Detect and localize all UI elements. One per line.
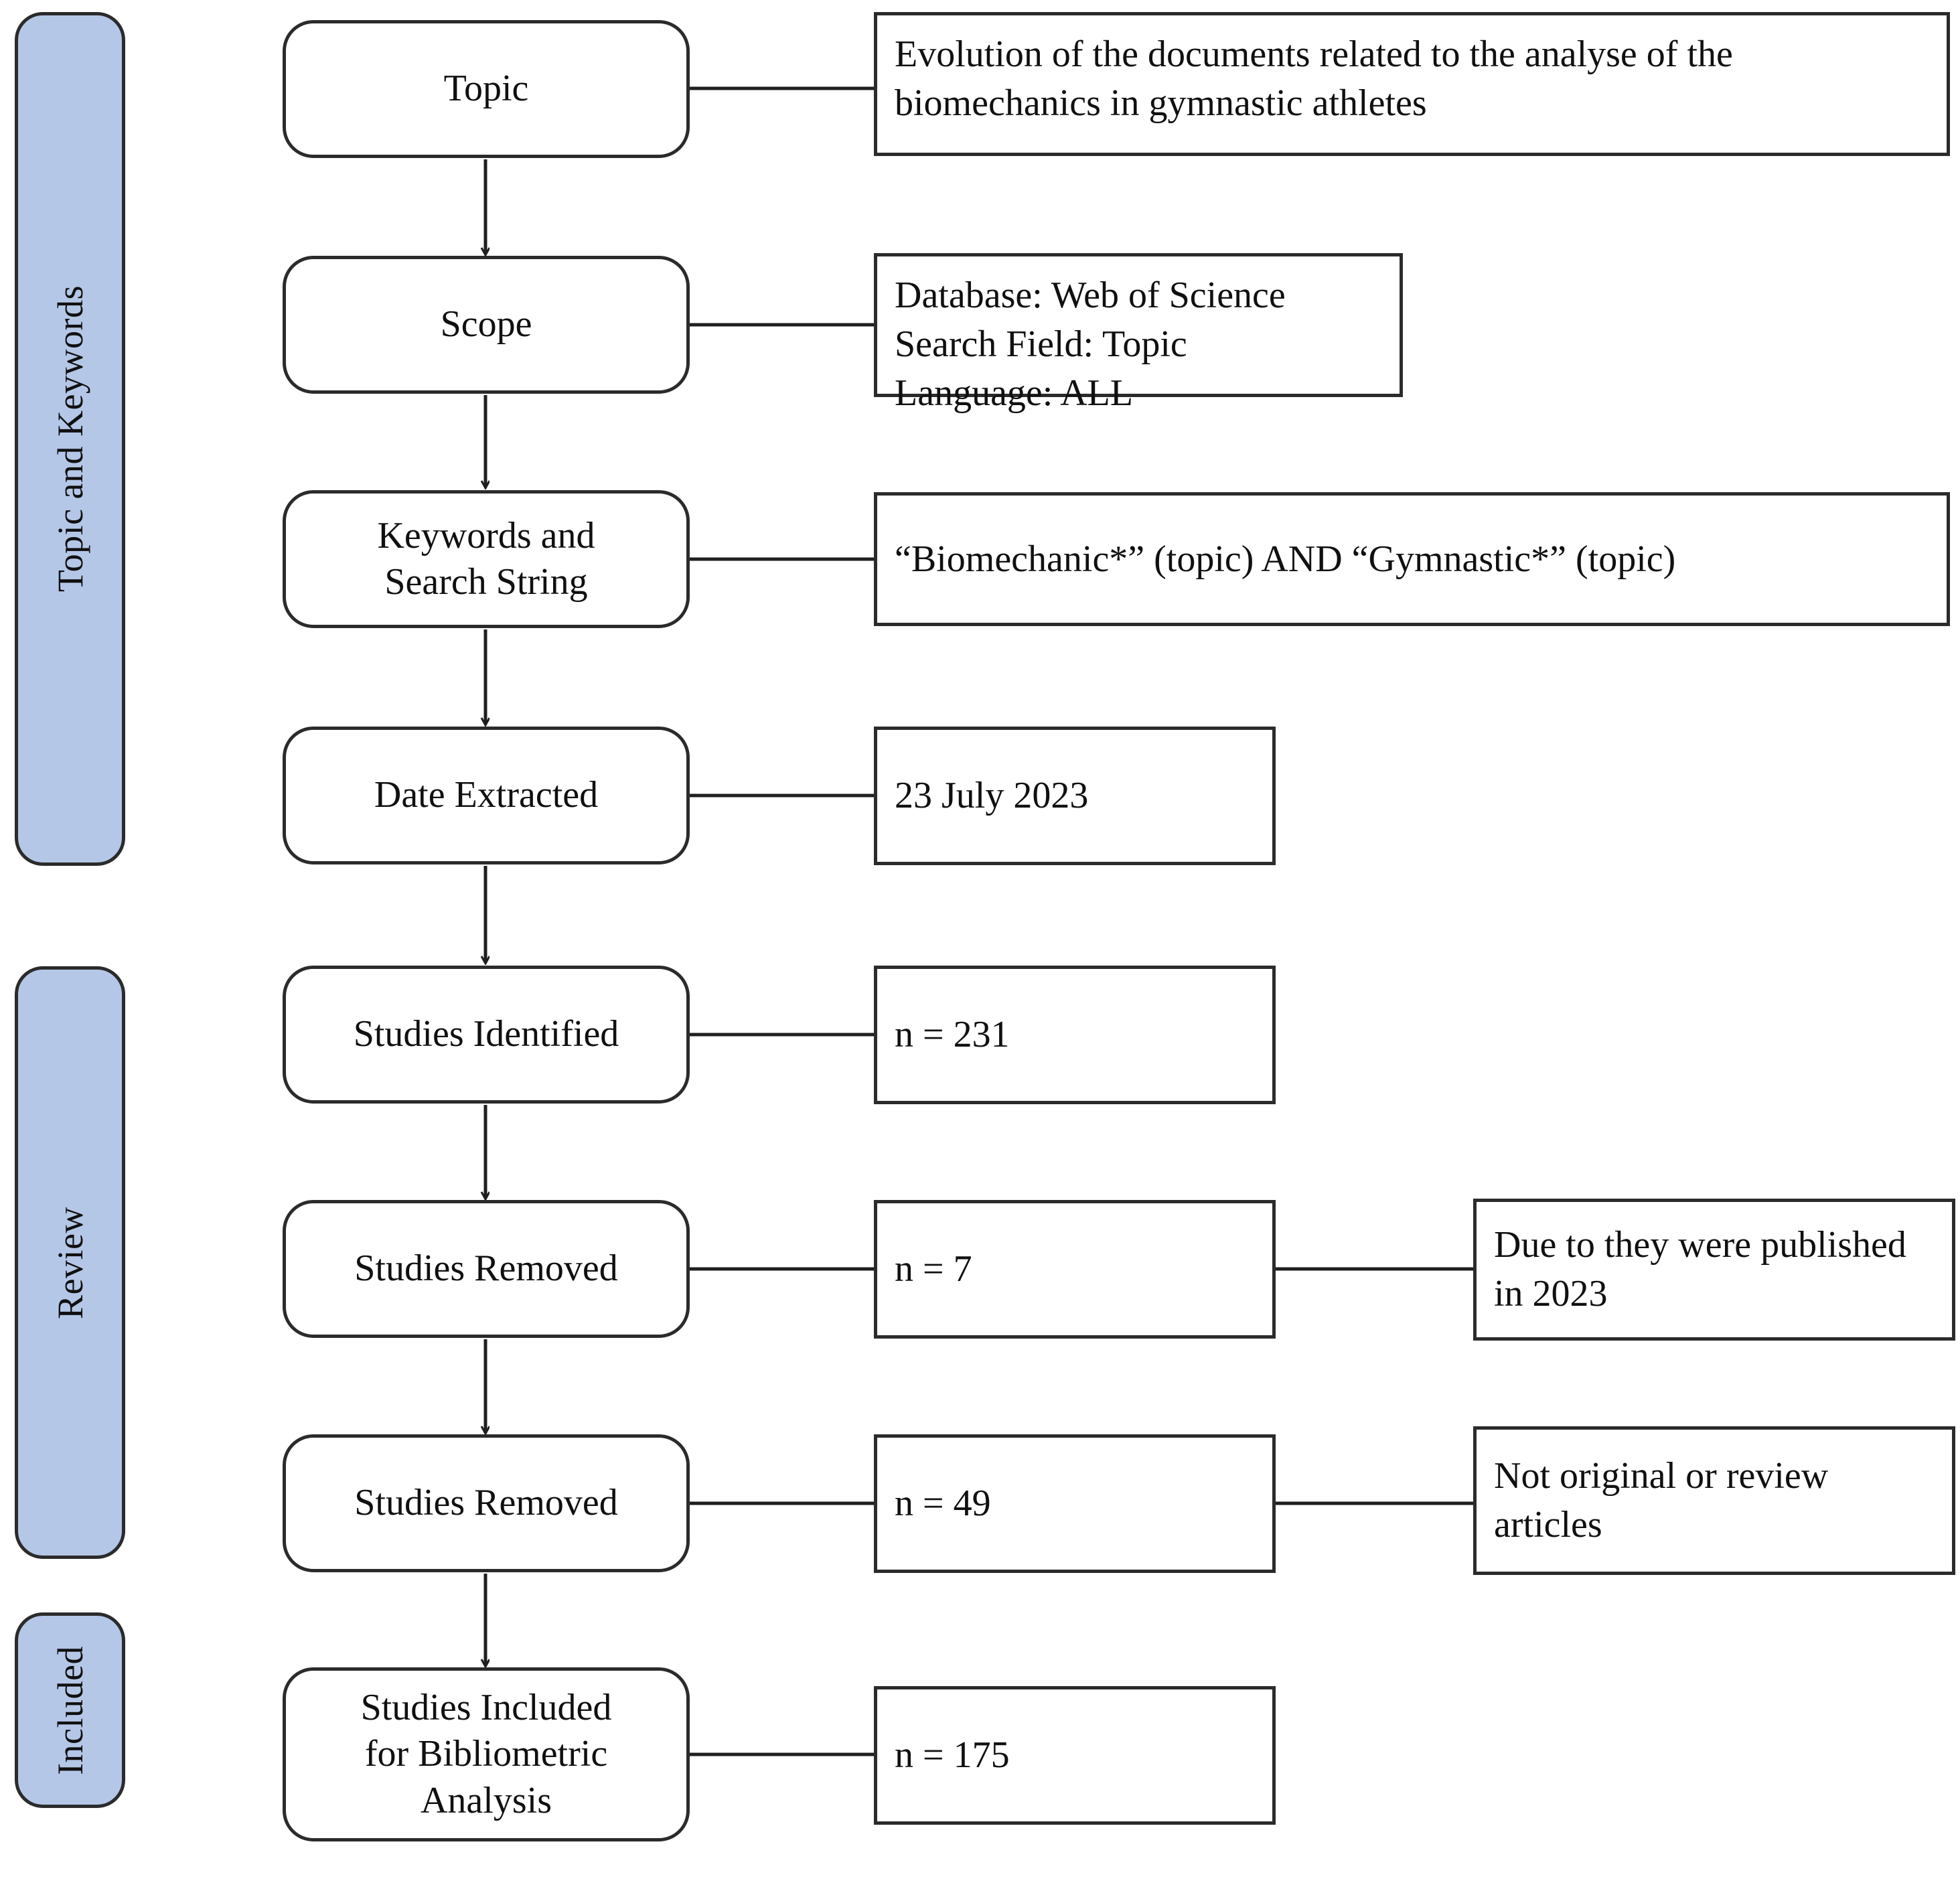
detail-text-studies-removed-1-count: n = 7 — [895, 1248, 972, 1290]
node-label-studies-removed-1: Studies Removed — [354, 1248, 618, 1290]
phase-bar-topic-and-keywords: Topic and Keywords — [15, 12, 125, 866]
detail-date-extracted: 23 July 2023 — [874, 727, 1276, 865]
detail-text-studies-identified-count: n = 231 — [895, 1014, 1010, 1056]
phase-label-review: Review — [50, 1206, 90, 1319]
detail-text-keywords-search-string: “Biomechanic*” (topic) AND “Gymnastic*” … — [895, 538, 1676, 580]
detail-topic: Evolution of the documents related to th… — [874, 12, 1950, 156]
reason-not-original-or-review: Not original or review articles — [1473, 1426, 1955, 1575]
detail-text-date-extracted: 23 July 2023 — [895, 775, 1089, 817]
reason-text-published-2023: Due to they were published in 2023 — [1494, 1224, 1906, 1314]
node-topic[interactable]: Topic — [283, 20, 690, 158]
node-label-studies-removed-2: Studies Removed — [354, 1482, 618, 1524]
node-date-extracted[interactable]: Date Extracted — [283, 727, 690, 864]
phase-bar-included: Included — [15, 1612, 125, 1808]
detail-studies-identified-count: n = 231 — [874, 966, 1276, 1104]
node-label-topic: Topic — [443, 68, 529, 110]
detail-scope: Database: Web of Science Search Field: T… — [874, 253, 1403, 414]
reason-text-not-original-or-review: Not original or review articles — [1494, 1455, 1829, 1545]
detail-text-scope: Database: Web of Science Search Field: T… — [895, 275, 1286, 414]
node-label-scope: Scope — [440, 303, 532, 346]
node-scope[interactable]: Scope — [283, 256, 690, 394]
phase-label-included: Included — [50, 1645, 90, 1775]
phase-bar-review: Review — [15, 966, 125, 1559]
detail-keywords-search-string: “Biomechanic*” (topic) AND “Gymnastic*” … — [874, 492, 1950, 626]
detail-studies-included-count: n = 175 — [874, 1686, 1276, 1825]
node-label-studies-included: Studies Included for Bibliometric Analys… — [360, 1686, 612, 1821]
reason-published-2023: Due to they were published in 2023 — [1473, 1199, 1955, 1341]
node-label-keywords-and-search-string: Keywords and Search String — [377, 514, 595, 603]
detail-studies-removed-1-count: n = 7 — [874, 1200, 1276, 1339]
phase-label-topic-and-keywords: Topic and Keywords — [50, 285, 90, 593]
node-studies-identified[interactable]: Studies Identified — [283, 966, 690, 1104]
node-studies-included[interactable]: Studies Included for Bibliometric Analys… — [283, 1667, 690, 1841]
node-studies-removed-2[interactable]: Studies Removed — [283, 1434, 690, 1572]
node-keywords-and-search-string[interactable]: Keywords and Search String — [283, 490, 690, 628]
detail-text-topic: Evolution of the documents related to th… — [895, 33, 1733, 124]
detail-text-studies-included-count: n = 175 — [895, 1734, 1010, 1777]
node-label-date-extracted: Date Extracted — [374, 774, 599, 816]
detail-text-studies-removed-2-count: n = 49 — [895, 1483, 991, 1525]
detail-studies-removed-2-count: n = 49 — [874, 1434, 1276, 1573]
node-label-studies-identified: Studies Identified — [353, 1013, 619, 1055]
node-studies-removed-1[interactable]: Studies Removed — [283, 1200, 690, 1338]
